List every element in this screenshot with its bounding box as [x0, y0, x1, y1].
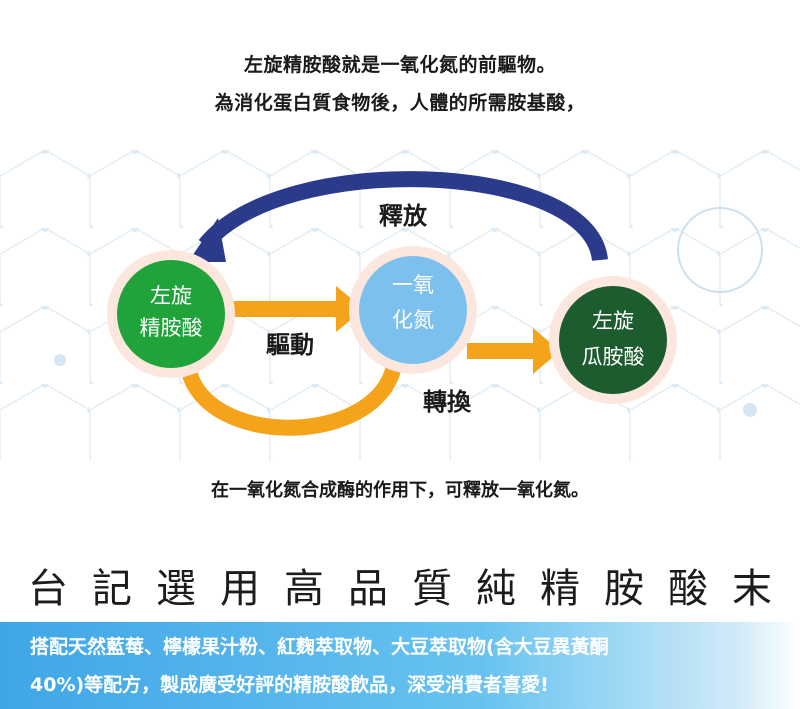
node-l-citrulline-line1: 左旋 — [592, 309, 634, 333]
product-headline: 台記選用高品質純精胺酸末 — [28, 566, 796, 612]
intro-line-1: 左旋精胺酸就是一氧化氮的前驅物。 — [243, 54, 556, 76]
label-convert: 轉換 — [423, 388, 472, 416]
center-to-right-arrow — [467, 328, 560, 374]
node-l-arginine-line1: 左旋 — [150, 284, 192, 308]
diagram-caption: 在一氧化氮合成酶的作用下，可釋放一氧化氮。 — [211, 480, 589, 501]
node-nitric-oxide-line2: 化氮 — [392, 308, 434, 332]
node-nitric-oxide-line1: 一氧 — [392, 273, 434, 297]
label-drive: 驅動 — [266, 331, 314, 359]
convert-arrow — [182, 358, 403, 436]
banner-line-2: 40%)等配方，製成廣受好評的精胺酸飲品，深受消費者喜愛! — [30, 674, 549, 696]
node-l-citrulline: 左旋 瓜胺酸 — [549, 276, 677, 404]
label-release: 釋放 — [379, 202, 428, 230]
node-nitric-oxide: 一氧 化氮 — [349, 246, 477, 374]
banner-line-1: 搭配天然藍莓、檸檬果汁粉、紅麴萃取物、大豆萃取物(含大豆異黃酮 — [30, 636, 609, 658]
release-arrow — [188, 171, 608, 262]
intro-line-2: 為消化蛋白質食物後，人體的所需胺基酸， — [214, 92, 586, 114]
ingredients-banner: 搭配天然藍莓、檸檬果汁粉、紅麴萃取物、大豆萃取物(含大豆異黃酮 40%)等配方，… — [0, 622, 800, 709]
nitric-oxide-cycle-diagram: 左旋 精胺酸 一氧 化氮 左旋 瓜胺酸 釋放 驅動 轉換 — [0, 150, 800, 460]
node-l-arginine: 左旋 精胺酸 — [107, 250, 235, 378]
node-l-arginine-line2: 精胺酸 — [140, 316, 203, 340]
node-l-citrulline-line2: 瓜胺酸 — [582, 345, 645, 369]
